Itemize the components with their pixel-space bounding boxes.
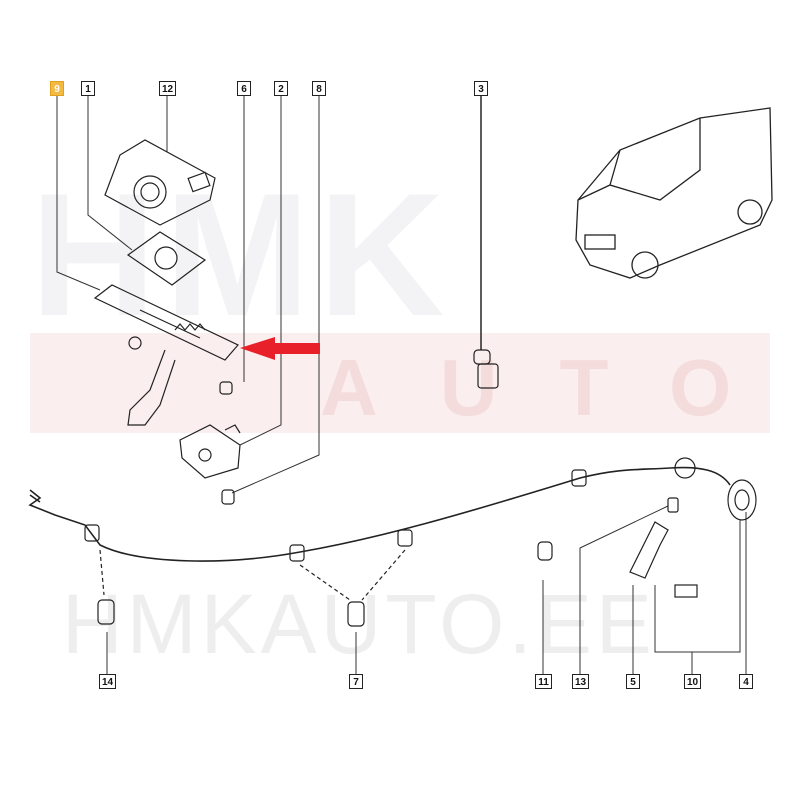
cable-clips [84, 457, 757, 562]
watermark-band [30, 333, 770, 433]
label-12[interactable]: 12 [159, 81, 176, 96]
watermark-band-text: AUTO [320, 343, 794, 432]
part-12-cover [104, 139, 216, 226]
label-5[interactable]: 5 [626, 674, 640, 689]
part-3-bump-stop [473, 349, 499, 389]
arrows-dashed [99, 549, 406, 601]
part-9-latch-plate [93, 284, 239, 426]
watermark-site: HMKAUTO.EE [62, 577, 656, 671]
loose-clips [97, 497, 679, 627]
label-7[interactable]: 7 [349, 674, 363, 689]
label-11[interactable]: 11 [535, 674, 552, 689]
label-9[interactable]: 9 [50, 81, 64, 96]
part-1-gasket [126, 231, 207, 286]
van-illustration [575, 107, 773, 279]
watermark-brand: HMK [30, 158, 453, 353]
label-14[interactable]: 14 [99, 674, 116, 689]
part-5-handle [629, 521, 698, 598]
label-4[interactable]: 4 [739, 674, 753, 689]
part-8-screw [221, 489, 235, 505]
label-6[interactable]: 6 [237, 81, 251, 96]
label-13[interactable]: 13 [572, 674, 589, 689]
label-10[interactable]: 10 [684, 674, 701, 689]
label-2[interactable]: 2 [274, 81, 288, 96]
highlight-arrow [240, 337, 320, 360]
label-8[interactable]: 8 [312, 81, 326, 96]
part-2-latch [179, 424, 241, 479]
leader-lines [56, 96, 747, 674]
label-3[interactable]: 3 [474, 81, 488, 96]
release-cable [28, 466, 731, 562]
part-6-nut [219, 381, 233, 395]
label-1[interactable]: 1 [81, 81, 95, 96]
